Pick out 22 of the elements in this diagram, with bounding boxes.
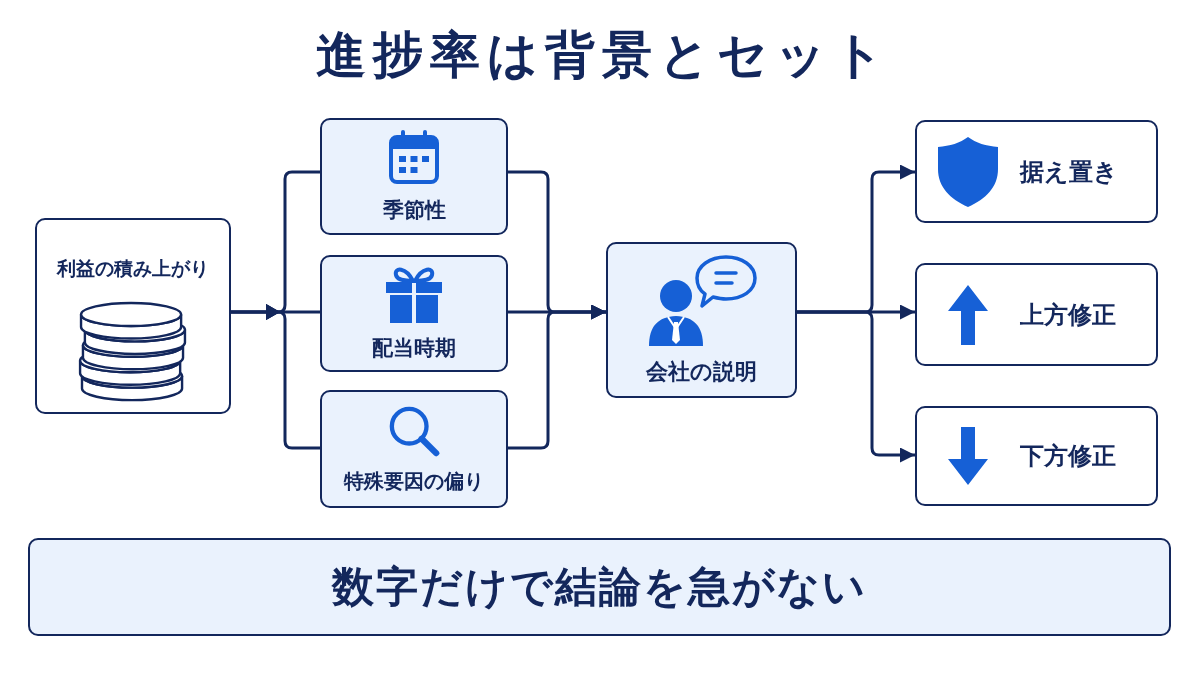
process-box — [606, 242, 797, 398]
node-label: 季節性 — [382, 197, 446, 224]
process-box — [35, 218, 231, 414]
process-box — [320, 255, 508, 372]
node-label: 配当時期 — [372, 335, 456, 362]
process-box — [915, 120, 1158, 223]
connector-arrow — [231, 304, 320, 450]
title: 進捗率は背景とセット — [315, 30, 891, 80]
node-label: 据え置き — [1020, 156, 1118, 187]
connector-arrow — [797, 310, 915, 463]
node-label: 利益の積み上がり — [57, 257, 209, 281]
process-box — [320, 390, 508, 508]
process-box — [915, 263, 1158, 366]
node-label: 特殊要因の偏り — [344, 468, 484, 494]
node-label: 数字だけで結論を急がない — [332, 560, 867, 613]
connector-arrow — [508, 304, 606, 450]
summary-banner — [28, 538, 1171, 636]
process-box — [915, 406, 1158, 506]
node-label: 会社の説明 — [646, 358, 757, 386]
process-box — [320, 118, 508, 235]
node-label: 下方修正 — [1020, 441, 1116, 471]
node-label: 上方修正 — [1020, 299, 1116, 330]
